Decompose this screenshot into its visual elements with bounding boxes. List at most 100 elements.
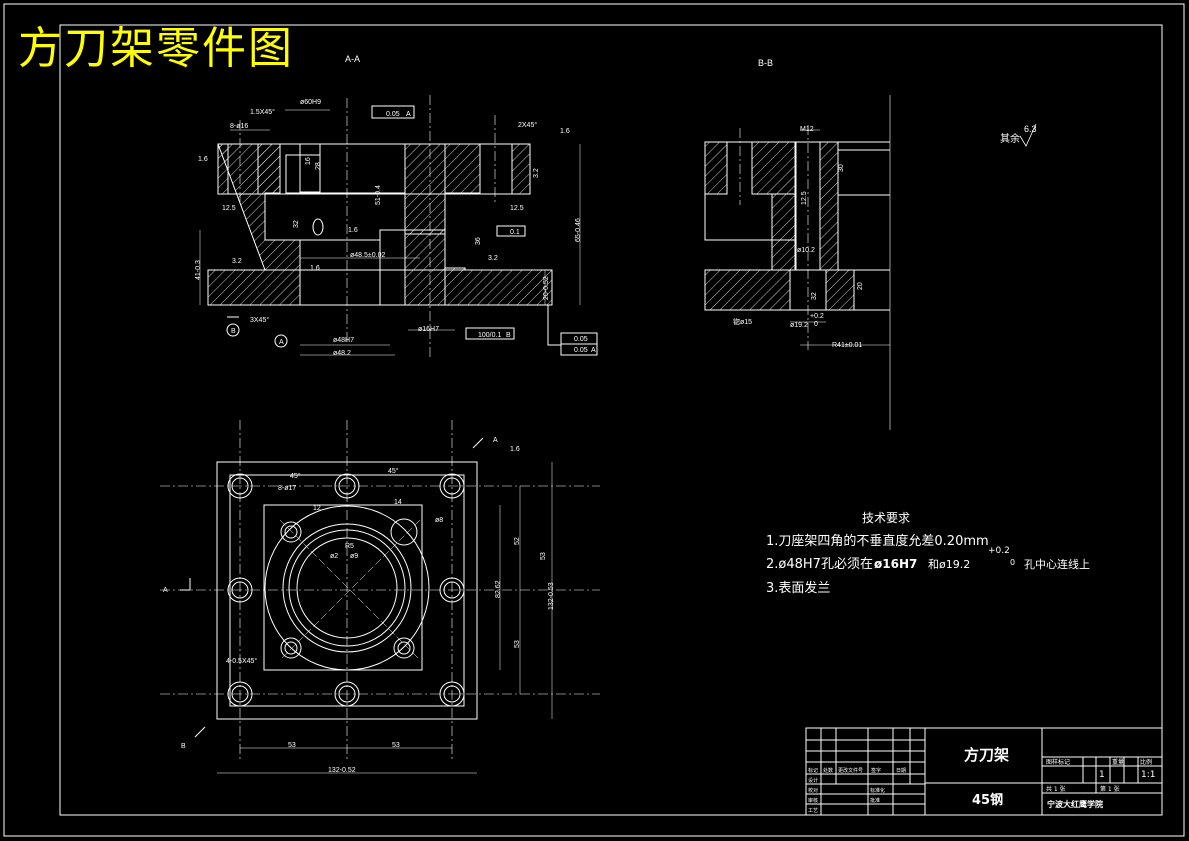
svg-text:1.6: 1.6 bbox=[198, 156, 208, 163]
svg-text:校对: 校对 bbox=[808, 787, 818, 794]
svg-text:0.05: 0.05 bbox=[574, 336, 588, 343]
svg-text:100/0.1: 100/0.1 bbox=[478, 332, 501, 339]
svg-text:A: A bbox=[163, 587, 168, 594]
svg-text:1.6: 1.6 bbox=[510, 446, 520, 453]
svg-text:工艺: 工艺 bbox=[808, 808, 818, 814]
svg-text:41-0.3: 41-0.3 bbox=[195, 260, 202, 280]
svg-text:12.5: 12.5 bbox=[222, 205, 236, 212]
svg-text:M12: M12 bbox=[800, 126, 814, 133]
svg-text:签字: 签字 bbox=[871, 767, 881, 774]
svg-text:标记: 标记 bbox=[808, 767, 818, 774]
svg-text:ø48.5±0.02: ø48.5±0.02 bbox=[350, 252, 385, 259]
svg-text:+0.2: +0.2 bbox=[810, 313, 824, 320]
svg-text:2X45°: 2X45° bbox=[518, 121, 537, 129]
svg-text:3.2: 3.2 bbox=[232, 258, 242, 265]
svg-text:12.5: 12.5 bbox=[801, 191, 808, 205]
svg-text:ø9: ø9 bbox=[350, 553, 358, 560]
svg-text:32: 32 bbox=[811, 292, 818, 300]
tech-req-item2b: ø16H7 bbox=[874, 557, 917, 571]
tech-req-tol-lower: 0 bbox=[1010, 558, 1015, 567]
svg-text:20: 20 bbox=[857, 282, 864, 290]
tech-req-title: 技术要求 bbox=[862, 511, 910, 525]
svg-text:53: 53 bbox=[514, 640, 521, 648]
svg-text:12: 12 bbox=[313, 505, 321, 512]
svg-text:A: A bbox=[406, 111, 411, 118]
svg-text:32: 32 bbox=[293, 220, 300, 228]
svg-text:ø2: ø2 bbox=[330, 553, 338, 560]
svg-text:B: B bbox=[181, 743, 186, 750]
svg-text:比例: 比例 bbox=[1140, 758, 1152, 766]
svg-text:A: A bbox=[279, 339, 284, 346]
front-section-view bbox=[199, 95, 598, 360]
title-block-text: 方刀架 45钢 宁波大红鹰学院 1:1 1 图样标记 重量 比例 共 1 张 第… bbox=[808, 746, 1155, 814]
tech-req-item2a: 2.ø48H7孔必须在 bbox=[766, 557, 873, 572]
tech-req-item3: 3.表面发兰 bbox=[766, 580, 830, 596]
svg-text:ø60H9: ø60H9 bbox=[300, 99, 321, 106]
tech-req-tol-upper: +0.2 bbox=[988, 546, 1010, 556]
top-view-dimension-text: 45° 45° 8-ø17 1.6 ø8 R5 12 52 53 53 132-… bbox=[163, 437, 555, 774]
title-block bbox=[805, 727, 1163, 816]
svg-text:ø48H7: ø48H7 bbox=[333, 337, 354, 344]
svg-text:1.6: 1.6 bbox=[310, 265, 320, 272]
svg-text:0.05: 0.05 bbox=[574, 347, 588, 354]
roughness-rest-symbol bbox=[1019, 123, 1037, 147]
svg-text:1.6: 1.6 bbox=[348, 227, 358, 234]
svg-text:28: 28 bbox=[315, 162, 322, 170]
tech-req-item2c: 和ø19.2 bbox=[928, 558, 970, 571]
title-block-scale: 1:1 bbox=[1141, 770, 1155, 780]
svg-text:53: 53 bbox=[288, 742, 296, 749]
svg-text:82.62: 82.62 bbox=[495, 580, 502, 598]
svg-text:锪ø15: 锪ø15 bbox=[733, 317, 752, 326]
svg-text:ø10.2: ø10.2 bbox=[797, 247, 815, 254]
title-block-school: 宁波大红鹰学院 bbox=[1047, 799, 1103, 809]
svg-text:14: 14 bbox=[394, 499, 402, 506]
svg-text:批准: 批准 bbox=[870, 797, 880, 804]
svg-text:共 1 张: 共 1 张 bbox=[1046, 785, 1066, 793]
svg-text:图样标记: 图样标记 bbox=[1046, 758, 1070, 766]
svg-text:12.5: 12.5 bbox=[510, 205, 524, 212]
top-plan-view bbox=[160, 420, 600, 774]
svg-text:8-ø16: 8-ø16 bbox=[230, 123, 248, 130]
outer-frame bbox=[3, 3, 1185, 837]
svg-text:处数: 处数 bbox=[823, 767, 833, 774]
side-section-view bbox=[704, 95, 891, 430]
title-block-material: 45钢 bbox=[972, 792, 1003, 808]
svg-text:36: 36 bbox=[475, 237, 482, 245]
svg-text:A: A bbox=[493, 437, 498, 444]
roughness-rest-label: 其余 bbox=[1000, 132, 1020, 145]
svg-text:16: 16 bbox=[305, 157, 312, 165]
svg-text:B: B bbox=[506, 332, 511, 339]
svg-text:ø16H7: ø16H7 bbox=[418, 326, 439, 333]
technical-requirements: 技术要求 1.刀座架四角的不垂直度允差0.20mm 2.ø48H7孔必须在 ø1… bbox=[766, 511, 1090, 596]
svg-text:ø19.2: ø19.2 bbox=[790, 322, 808, 329]
svg-text:ø8: ø8 bbox=[435, 517, 443, 524]
svg-text:20-0.52: 20-0.52 bbox=[543, 276, 550, 300]
svg-text:52: 52 bbox=[514, 537, 521, 545]
svg-text:0: 0 bbox=[814, 321, 818, 328]
section-aa-label: A-A bbox=[345, 54, 360, 64]
svg-text:ø48.2: ø48.2 bbox=[333, 350, 351, 357]
svg-text:日期: 日期 bbox=[896, 768, 906, 774]
svg-text:R41±0.01: R41±0.01 bbox=[832, 342, 862, 349]
svg-text:8-ø17: 8-ø17 bbox=[278, 485, 296, 492]
svg-text:3.2: 3.2 bbox=[533, 168, 540, 178]
svg-text:1.5X45°: 1.5X45° bbox=[250, 108, 275, 116]
tech-req-item2d: 孔中心连线上 bbox=[1024, 557, 1090, 571]
svg-text:53: 53 bbox=[540, 552, 547, 560]
svg-text:R5: R5 bbox=[345, 543, 354, 550]
title-block-qty: 1 bbox=[1099, 770, 1105, 780]
svg-text:65-0.46: 65-0.46 bbox=[575, 218, 582, 242]
svg-text:3.2: 3.2 bbox=[488, 255, 498, 262]
svg-text:3X45°: 3X45° bbox=[250, 316, 269, 324]
svg-text:设计: 设计 bbox=[808, 777, 818, 784]
svg-text:1.6: 1.6 bbox=[560, 128, 570, 135]
svg-text:132-0.52: 132-0.52 bbox=[328, 767, 356, 774]
svg-text:0.05: 0.05 bbox=[386, 111, 400, 118]
svg-text:4-0.5X45°: 4-0.5X45° bbox=[226, 657, 257, 665]
front-view-dimension-text: 1.5X45° ø60H9 0.05 A 2X45° 8-ø16 1.6 1.6… bbox=[195, 99, 596, 357]
svg-text:A: A bbox=[591, 347, 596, 354]
section-bb-label: B-B bbox=[758, 58, 773, 68]
svg-text:标准化: 标准化 bbox=[870, 787, 885, 794]
svg-text:51-0.4: 51-0.4 bbox=[375, 185, 382, 205]
svg-text:审核: 审核 bbox=[808, 797, 818, 804]
